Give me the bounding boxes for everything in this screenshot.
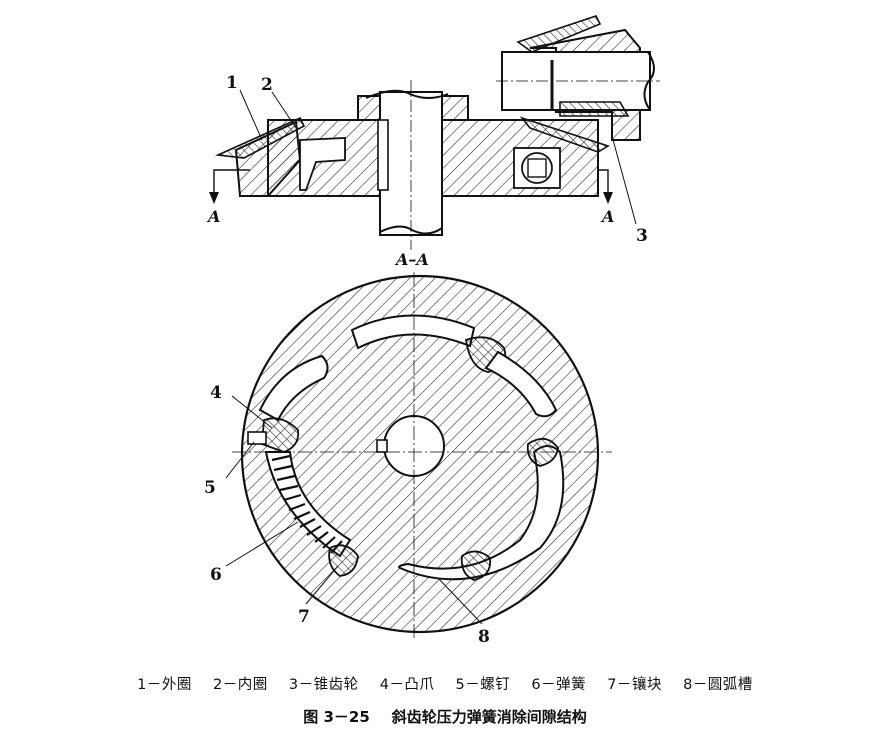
section-arrow-left	[209, 192, 219, 204]
figure-title: 斜齿轮压力弹簧消除间隙结构	[391, 708, 587, 726]
section-line-left	[213, 169, 250, 196]
legend-item: 2－内圈	[213, 677, 268, 693]
arc-slot-left	[258, 354, 329, 422]
bevel-gear-3-shaft-break	[643, 51, 655, 111]
figure-caption: 图 3－25 斜齿轮压力弹簧消除间隙结构	[0, 706, 890, 727]
legend-item: 6－弹簧	[531, 677, 587, 693]
section-arrow-right	[603, 192, 613, 204]
arc-slot-right-upper	[484, 350, 558, 418]
legend-item: 5－螺钉	[455, 677, 511, 693]
inner-ring-section	[299, 137, 346, 191]
callout-7: 7	[298, 607, 310, 627]
insert-bottom-right	[460, 550, 492, 581]
section-label-left: A	[206, 207, 220, 226]
section-label-right: A	[600, 207, 614, 226]
shaft-key	[377, 119, 389, 191]
bearing-ball	[521, 152, 553, 184]
shaft-break-top	[365, 89, 449, 99]
legend-item: 1－外圈	[137, 677, 192, 693]
section-a-a-view: 4 5 6 7 8	[204, 272, 612, 647]
bearing-cage	[527, 158, 547, 178]
shaft-break-bottom	[379, 225, 443, 235]
figure-number: 图 3－25	[303, 708, 370, 726]
parts-legend: 1－外圈 2－内圈 3－锥齿轮 4－凸爪 5－螺钉 6－弹簧 7－镶块 8－圆弧…	[0, 673, 890, 694]
leader-4	[231, 395, 273, 429]
section-view-title: A–A	[394, 250, 429, 269]
callout-5: 5	[204, 478, 216, 498]
screw	[247, 431, 267, 445]
insert-right	[526, 438, 559, 467]
callout-4: 4	[210, 383, 222, 403]
callout-8: 8	[478, 627, 490, 647]
callout-3: 3	[636, 226, 648, 246]
leader-5	[225, 441, 255, 479]
bevel-gear-3-teeth-top	[516, 15, 602, 53]
legend-item: 3－锥齿轮	[288, 677, 359, 693]
section-line-right	[598, 169, 609, 196]
leader-3	[611, 135, 637, 225]
leader-7	[305, 565, 339, 605]
arc-slot-top	[350, 314, 476, 350]
bevel-teeth-right	[519, 116, 610, 153]
leader-6	[225, 521, 299, 567]
callout-2: 2	[261, 75, 273, 95]
legend-item: 8－圆弧槽	[683, 677, 753, 693]
legend-item: 7－镶块	[607, 677, 662, 693]
leader-1	[239, 89, 263, 141]
callout-1: 1	[226, 73, 238, 93]
bevel-gear-3-teeth-bottom	[559, 101, 630, 117]
spring-coils	[271, 454, 343, 554]
engineering-drawing: 1 2 3 A A A–A	[204, 15, 660, 647]
bearing-housing	[513, 147, 561, 189]
leader-8	[437, 577, 483, 625]
sectional-view: 1 2 3 A A A–A	[206, 15, 660, 269]
leader-2	[271, 91, 297, 129]
callout-6: 6	[210, 565, 222, 585]
shaft-hole-key	[376, 439, 388, 453]
legend-item: 4－凸爪	[379, 677, 435, 693]
